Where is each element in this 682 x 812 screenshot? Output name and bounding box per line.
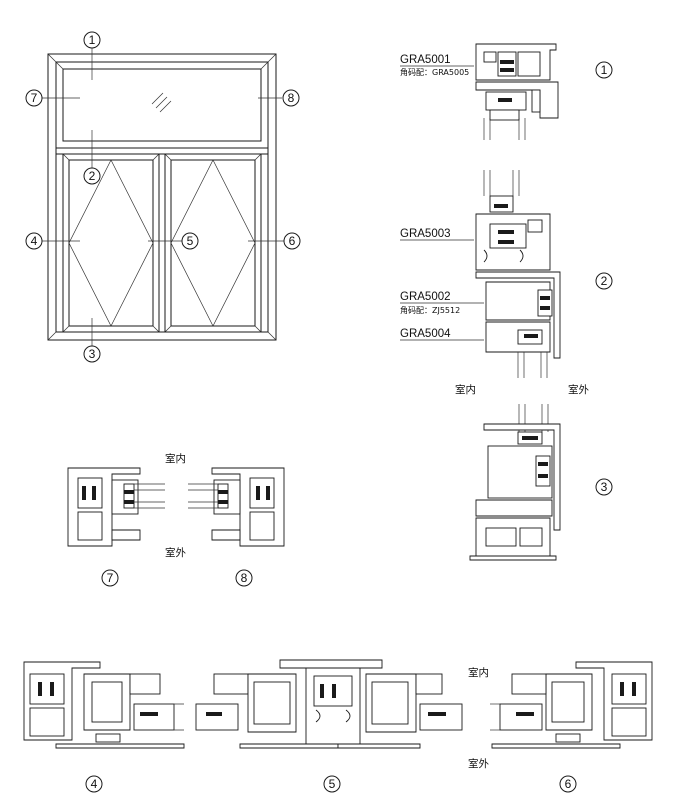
outdoor-label-section-bottom: 室外 xyxy=(468,757,489,770)
outdoor-label-section-2: 室外 xyxy=(568,383,589,396)
callout-5-section: 5 xyxy=(323,775,341,793)
svg-text:1: 1 xyxy=(601,63,608,77)
section-6-right-jamb xyxy=(490,661,653,749)
section-4-left-jamb xyxy=(23,661,185,749)
section-3-bottom-frame xyxy=(469,404,561,561)
profile-code-gra5002: GRA5002 xyxy=(400,291,451,303)
callout-8-section: 8 xyxy=(235,569,253,587)
section-8-right-jamb xyxy=(188,467,285,547)
profile-note-gra5001: 角码配：GRA5005 xyxy=(400,67,469,77)
svg-text:4: 4 xyxy=(31,234,38,248)
section-1-top-frame xyxy=(475,43,559,140)
callout-7-elevation: 7 xyxy=(25,89,43,107)
callout-4-section: 4 xyxy=(85,775,103,793)
callout-6-section: 6 xyxy=(559,775,577,793)
profile-code-gra5003: GRA5003 xyxy=(400,228,451,240)
section-7-left-jamb xyxy=(67,467,165,547)
svg-text:1: 1 xyxy=(89,33,96,47)
callout-2-section: 2 xyxy=(595,272,613,290)
section-2-transom xyxy=(475,170,561,378)
svg-text:8: 8 xyxy=(241,571,248,585)
indoor-label-section-7-8: 室内 xyxy=(165,452,186,465)
svg-text:2: 2 xyxy=(601,274,608,288)
svg-text:2: 2 xyxy=(89,169,96,183)
profile-code-gra5004: GRA5004 xyxy=(400,328,451,340)
svg-text:8: 8 xyxy=(288,91,295,105)
callout-3-elevation: 3 xyxy=(83,345,101,363)
callout-1-elevation: 1 xyxy=(83,31,101,49)
callout-4-elevation: 4 xyxy=(25,232,43,250)
svg-text:5: 5 xyxy=(187,234,194,248)
callout-3-section: 3 xyxy=(595,478,613,496)
svg-text:4: 4 xyxy=(91,777,98,791)
callout-6-elevation: 6 xyxy=(283,232,301,250)
svg-text:7: 7 xyxy=(107,571,114,585)
callout-2-elevation: 2 xyxy=(83,167,101,185)
profile-code-gra5001: GRA5001 xyxy=(400,54,451,66)
callout-1-section: 1 xyxy=(595,61,613,79)
callout-8-elevation: 8 xyxy=(282,89,300,107)
svg-text:6: 6 xyxy=(565,777,572,791)
indoor-label-section-bottom: 室内 xyxy=(468,666,489,679)
callout-5-elevation: 5 xyxy=(181,232,199,250)
window-elevation xyxy=(42,48,284,346)
svg-text:6: 6 xyxy=(289,234,296,248)
svg-text:3: 3 xyxy=(601,480,608,494)
svg-text:3: 3 xyxy=(89,347,96,361)
callout-7-section: 7 xyxy=(101,569,119,587)
profile-note-gra5002: 角码配：ZJ5512 xyxy=(400,305,460,315)
section-5-center-mullion xyxy=(195,659,463,749)
svg-text:5: 5 xyxy=(329,777,336,791)
outdoor-label-section-7-8: 室外 xyxy=(165,546,186,559)
indoor-label-section-2: 室内 xyxy=(455,383,476,396)
svg-text:7: 7 xyxy=(31,91,38,105)
